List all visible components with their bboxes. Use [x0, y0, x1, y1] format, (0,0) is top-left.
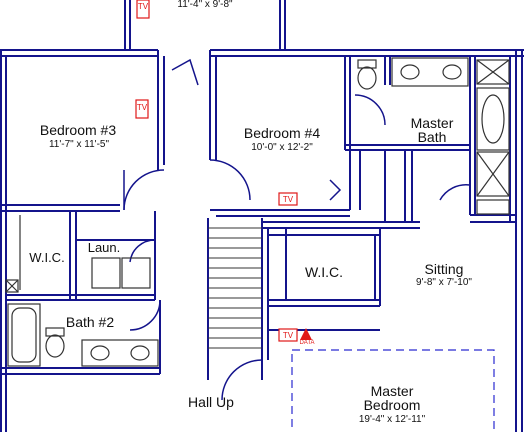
- data-label: DATA: [299, 340, 315, 346]
- tray-ceiling-outline: [291, 349, 495, 432]
- tv-marker: [136, 0, 150, 19]
- data-outlet-icon: [300, 328, 312, 340]
- tv-marker: [278, 328, 298, 342]
- laundry-label: Laun.: [87, 240, 121, 255]
- master-bath-label-line2: Bath: [417, 129, 447, 145]
- hall-label: Hall Up: [188, 394, 234, 410]
- wic-center-label: W.I.C.: [304, 264, 344, 280]
- wic-left-label: W.I.C.: [29, 250, 65, 265]
- bath2-label: Bath #2: [65, 314, 115, 330]
- tv-label: TV: [136, 103, 148, 112]
- sitting-label: Sitting: [424, 261, 464, 277]
- tv-label: TV: [137, 2, 149, 11]
- tv-marker: [135, 99, 149, 119]
- top-room-dimensions: 11'-4" x 9'-8": [177, 0, 233, 10]
- tv-marker: [278, 192, 298, 206]
- sitting-dimensions: 9'-8" x 7'-10": [416, 277, 472, 288]
- master-bath-label-line1: Master: [410, 115, 454, 131]
- bedroom3-label: Bedroom #3: [39, 122, 117, 138]
- master-bedroom-dimensions: 19'-4" x 12'-11": [358, 414, 426, 425]
- bedroom3-dimensions: 11'-7" x 11'-5": [48, 139, 110, 150]
- master-bedroom-label-line1: Master: [370, 383, 414, 399]
- bedroom4-dimensions: 10'-0" x 12'-2": [251, 142, 313, 153]
- tv-label: TV: [282, 331, 294, 340]
- master-bedroom-label-line2: Bedroom: [363, 397, 421, 413]
- tv-label: TV: [282, 195, 294, 204]
- bedroom4-label: Bedroom #4: [243, 125, 321, 141]
